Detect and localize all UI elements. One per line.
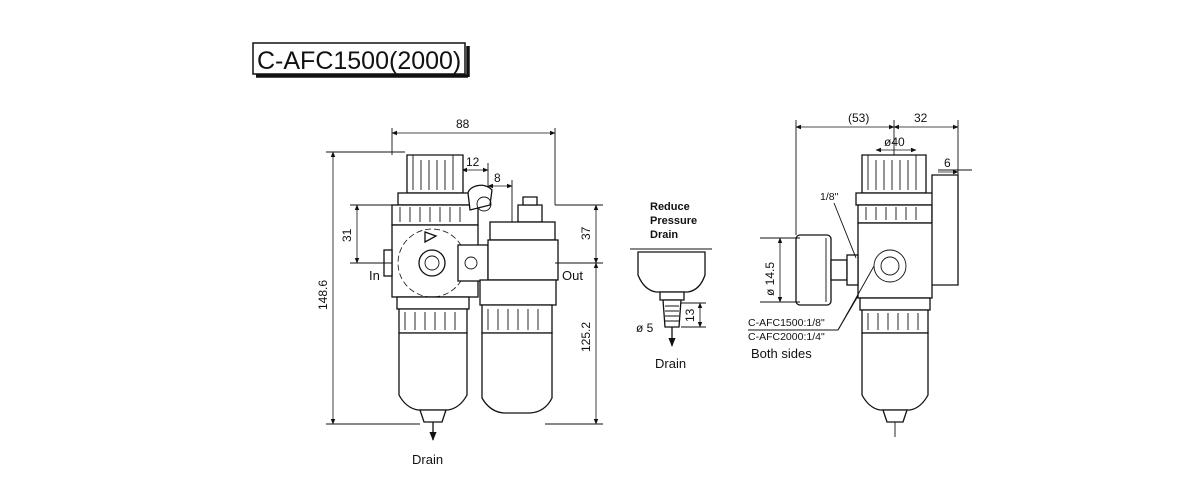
- reduce-line-2: Pressure: [650, 215, 697, 227]
- dim-port-height: 31: [340, 228, 354, 242]
- dim-port-to-bottom: 125.2: [579, 322, 593, 352]
- dim-port-offset: 8: [494, 171, 501, 185]
- dim-knob-diameter: ø40: [884, 135, 905, 149]
- title-box: C-AFC1500(2000): [252, 42, 470, 78]
- label-both-sides: Both sides: [751, 346, 812, 361]
- reduce-line-1: Reduce: [650, 201, 690, 213]
- dim-drain-height: 13: [683, 308, 697, 322]
- reduce-line-3: Drain: [650, 229, 678, 241]
- dim-side-left: (53): [848, 111, 869, 125]
- side-view: (53) 32 ø40 6 ø 14.5 1/8": [748, 111, 972, 437]
- label-port-1500: C-AFC1500:1/8": [748, 317, 825, 329]
- dim-bracket: 6: [944, 156, 951, 170]
- dim-overall-width: 88: [456, 117, 470, 131]
- dim-side-right: 32: [914, 111, 928, 125]
- label-port-2000: C-AFC2000:1/4": [748, 331, 825, 343]
- label-drain-main: Drain: [412, 452, 443, 467]
- label-out: Out: [562, 268, 583, 283]
- label-drain-detail: Drain: [655, 356, 686, 371]
- dim-gauge-offset: 12: [466, 155, 480, 169]
- title-text: C-AFC1500(2000): [257, 47, 461, 75]
- dim-gauge-diameter: ø 14.5: [763, 262, 777, 296]
- drain-detail: Reduce Pressure Drain 13 ø 5 Drain: [630, 201, 712, 371]
- front-view: 88 148.6 31 37 125.2 12 8: [316, 117, 603, 467]
- dim-drain-diameter: ø 5: [636, 321, 654, 335]
- dim-overall-height: 148.6: [316, 280, 330, 310]
- label-gauge-port: 1/8": [820, 191, 839, 203]
- dim-top-to-port: 37: [579, 226, 593, 240]
- label-in: In: [369, 268, 380, 283]
